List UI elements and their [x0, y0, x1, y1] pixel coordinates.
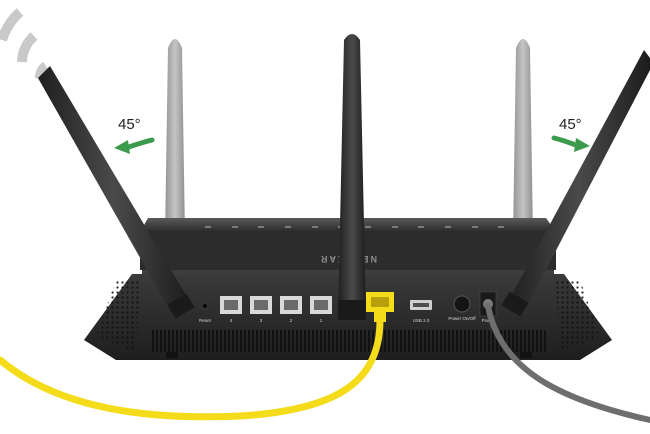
power-switch-label: Power On/Off	[448, 316, 476, 321]
antenna-front-right	[501, 50, 650, 317]
reset-label: Reset	[199, 318, 212, 323]
usb-label: USB 2.0	[413, 318, 430, 323]
lan-port-4[interactable]	[220, 296, 242, 314]
lan-label-1: 1	[320, 318, 323, 323]
internet-port[interactable]	[366, 292, 394, 312]
internet-cable	[0, 308, 386, 421]
rotation-angle-left-label: 45°	[118, 116, 141, 133]
antenna-front-center	[338, 34, 366, 320]
ports-panel: Reset 4 3 2 1 USB	[199, 291, 497, 323]
rotate-right-arrow-icon	[551, 135, 590, 152]
lan-label-4: 4	[230, 318, 233, 323]
wifi-signal-icon	[0, 8, 50, 79]
lan-port-1[interactable]	[310, 296, 332, 314]
usb-port[interactable]	[410, 300, 432, 310]
power-cable	[485, 303, 650, 423]
lan-port-3[interactable]	[250, 296, 272, 314]
rotate-left-arrow-icon	[114, 137, 155, 154]
antenna-front-left	[38, 66, 195, 319]
rotation-angle-right-label: 45°	[559, 116, 582, 133]
lan-label-3: 3	[260, 318, 263, 323]
lan-label-2: 2	[290, 318, 293, 323]
power-jack-label: Power	[482, 318, 495, 323]
power-switch-button[interactable]	[453, 295, 471, 313]
reset-button[interactable]	[201, 302, 209, 310]
lan-port-2[interactable]	[280, 296, 302, 314]
